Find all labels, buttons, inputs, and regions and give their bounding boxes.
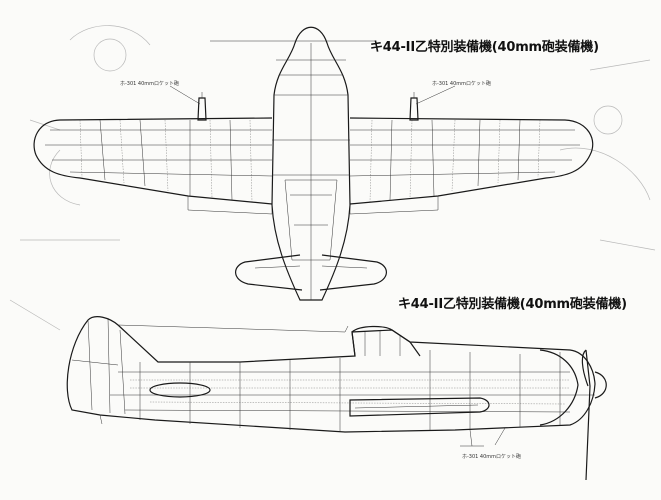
side-view-title: キ44-II乙特別装備機(40mm砲装備機)	[398, 297, 627, 312]
fuselage-panel-lines	[110, 350, 595, 432]
plan-view	[33, 26, 594, 301]
side-view	[66, 316, 607, 481]
plan-note-right: ホ-301 40mmロケット砲	[432, 81, 492, 87]
flaps	[187, 196, 439, 215]
canopy	[351, 325, 421, 357]
spinner	[594, 371, 607, 399]
fuselage-rivet-lines	[130, 379, 570, 405]
wing-rib-lines	[79, 119, 541, 203]
plan-view-title: キ44-II乙特別装備機(40mm砲装備機)	[370, 40, 599, 55]
cowling	[539, 349, 579, 426]
wing-side-line	[354, 404, 479, 409]
landing-gear	[460, 429, 484, 447]
canopy-frames	[364, 330, 401, 356]
plan-note-left: ホ-301 40mmロケット砲	[120, 81, 180, 87]
leader-lines	[169, 85, 456, 105]
fuselage-side-outline	[66, 316, 596, 433]
wing-panel-lines	[45, 119, 580, 201]
elevator-lines	[254, 265, 368, 269]
wing-rocket-pod-left	[197, 92, 207, 121]
wing-rocket-pod-right	[409, 92, 419, 121]
tail-wheel	[99, 414, 103, 425]
antenna-wire	[117, 324, 349, 333]
wing-outline	[33, 117, 594, 205]
side-marking	[149, 382, 211, 398]
fuselage-plan-detail	[272, 43, 350, 300]
tail-fin-detail	[71, 317, 126, 415]
side-note: ホ-301 40mmロケット砲	[462, 454, 522, 460]
background-ghost-lines	[9, 25, 656, 331]
leader-line-side	[494, 427, 506, 446]
propeller	[581, 349, 591, 481]
wing-side	[349, 397, 490, 417]
tailplane-plan	[235, 254, 387, 291]
